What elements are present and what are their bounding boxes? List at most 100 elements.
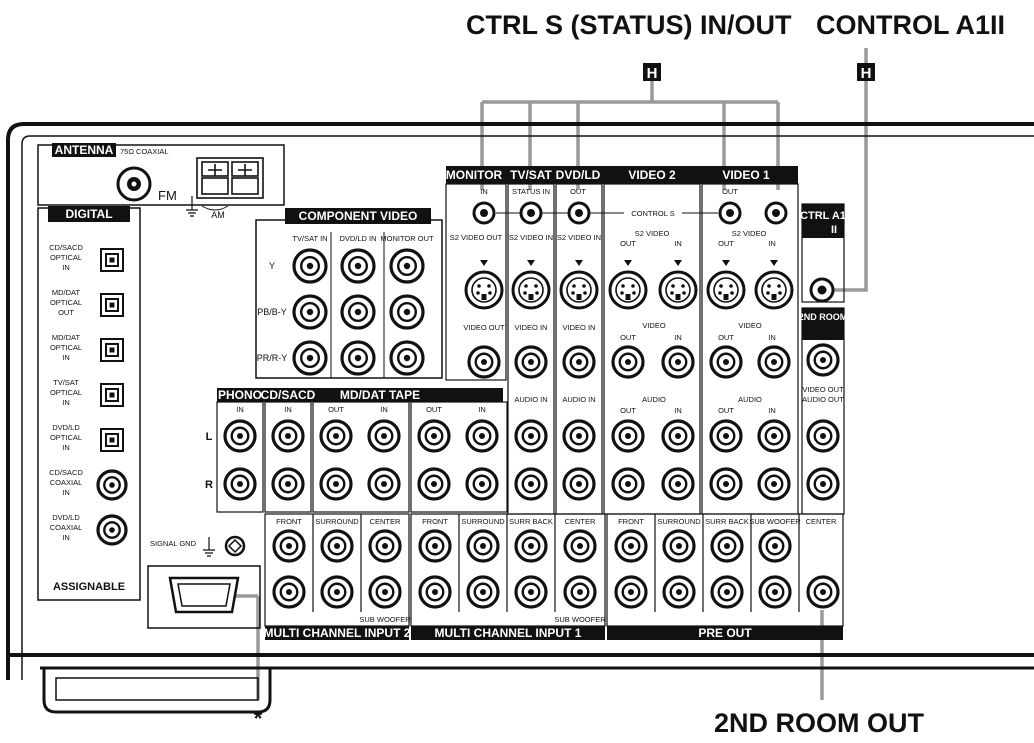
s2-v1-out: OUT: [718, 239, 734, 248]
composite-video-jack[interactable]: [562, 345, 596, 379]
audio-l-jack[interactable]: [562, 419, 596, 453]
audio-r-jack[interactable]: [514, 467, 548, 501]
multichannel-jack-bottom[interactable]: [614, 575, 648, 609]
audio-l-jack[interactable]: [709, 419, 743, 453]
composite-video-jack[interactable]: [467, 345, 501, 379]
multichannel-jack-top[interactable]: [418, 529, 452, 563]
analog-r-jack[interactable]: [465, 467, 499, 501]
analog-r-jack[interactable]: [417, 467, 451, 501]
ctrl-s-status-in-jack[interactable]: [519, 201, 543, 225]
analog-l-jack[interactable]: [417, 419, 451, 453]
ctrl-s-video1-in-jack[interactable]: [764, 201, 788, 225]
room-audio-l-jack[interactable]: [806, 419, 840, 453]
component-video-jack[interactable]: [292, 294, 328, 330]
multichannel-jack-bottom[interactable]: [368, 575, 402, 609]
multichannel-jack-bottom[interactable]: [466, 575, 500, 609]
audio-l-jack[interactable]: [757, 419, 791, 453]
coaxial-jack[interactable]: [96, 514, 128, 546]
rs232-port[interactable]: [147, 565, 261, 629]
multi-input-1-label: MULTI CHANNEL INPUT 1: [435, 626, 582, 640]
multichannel-jack-bottom[interactable]: [806, 575, 840, 609]
s2-video-jack[interactable]: [511, 260, 551, 310]
ctrl-s-video1-out-jack[interactable]: [718, 201, 742, 225]
component-video-column-label: DVD/LD IN: [339, 234, 376, 243]
multichannel-jack-bottom[interactable]: [320, 575, 354, 609]
s2-video-jack[interactable]: [559, 260, 599, 310]
digital-jack-label: OUT: [58, 308, 74, 317]
composite-video-jack[interactable]: [757, 345, 791, 379]
component-video-jack[interactable]: [389, 340, 425, 376]
signal-gnd-terminal[interactable]: [224, 535, 246, 557]
optical-jack[interactable]: [100, 383, 124, 407]
multichannel-jack-top[interactable]: [662, 529, 696, 563]
ctrl-s-dvd-out-jack[interactable]: [567, 201, 591, 225]
component-video-jack[interactable]: [292, 340, 328, 376]
s2-video-jack[interactable]: [754, 260, 794, 310]
pre-surround: SURROUND: [657, 517, 701, 526]
s2-video-jack[interactable]: [464, 260, 504, 310]
component-video-jack[interactable]: [389, 294, 425, 330]
component-video-jack[interactable]: [340, 248, 376, 284]
multichannel-jack-top[interactable]: [563, 529, 597, 563]
analog-r-jack[interactable]: [367, 467, 401, 501]
component-video-jack[interactable]: [292, 248, 328, 284]
analog-r-jack[interactable]: [223, 467, 257, 501]
multichannel-jack-top[interactable]: [272, 529, 306, 563]
multichannel-jack-top[interactable]: [710, 529, 744, 563]
analog-r-jack[interactable]: [319, 467, 353, 501]
multichannel-jack-top[interactable]: [614, 529, 648, 563]
audio-l-jack[interactable]: [661, 419, 695, 453]
s2-video-jack[interactable]: [706, 260, 746, 310]
multichannel-jack-bottom[interactable]: [563, 575, 597, 609]
multichannel-jack-bottom[interactable]: [662, 575, 696, 609]
optical-jack[interactable]: [100, 338, 124, 362]
multichannel-jack-top[interactable]: [758, 529, 792, 563]
audio-r-jack[interactable]: [709, 467, 743, 501]
room-audio-r-jack[interactable]: [806, 467, 840, 501]
multichannel-jack-bottom[interactable]: [272, 575, 306, 609]
composite-video-jack[interactable]: [611, 345, 645, 379]
fm-coax-jack[interactable]: [116, 166, 152, 202]
audio-r-jack[interactable]: [562, 467, 596, 501]
audio-r-jack[interactable]: [661, 467, 695, 501]
composite-video-jack[interactable]: [709, 345, 743, 379]
component-video-jack[interactable]: [340, 294, 376, 330]
multichannel-jack-bottom[interactable]: [710, 575, 744, 609]
multichannel-section: MULTI CHANNEL INPUT 2 MULTI CHANNEL INPU…: [264, 513, 844, 640]
audio-l-jack[interactable]: [611, 419, 645, 453]
optical-jack[interactable]: [100, 293, 124, 317]
optical-jack[interactable]: [100, 428, 124, 452]
analog-l-jack[interactable]: [223, 419, 257, 453]
composite-video-jack[interactable]: [514, 345, 548, 379]
optical-jack[interactable]: [100, 248, 124, 272]
am-terminal[interactable]: [196, 157, 264, 199]
multichannel-jack-top[interactable]: [368, 529, 402, 563]
multichannel-jack-top[interactable]: [320, 529, 354, 563]
multichannel-jack-top[interactable]: [514, 529, 548, 563]
analog-l-jack[interactable]: [367, 419, 401, 453]
ctrl-a1-jack[interactable]: [809, 277, 835, 303]
ctrl-a1-section: CTRL A1 II: [800, 203, 846, 303]
multichannel-jack-bottom[interactable]: [514, 575, 548, 609]
multichannel-jack-top[interactable]: [466, 529, 500, 563]
audio-r-jack[interactable]: [611, 467, 645, 501]
marker-h-1: H: [643, 63, 661, 82]
cd-sacd-title: CD/SACD: [261, 388, 316, 402]
component-video-jack[interactable]: [340, 340, 376, 376]
multichannel-jack-bottom[interactable]: [418, 575, 452, 609]
audio-v2-out: OUT: [620, 406, 636, 415]
composite-video-jack[interactable]: [661, 345, 695, 379]
component-video-jack[interactable]: [389, 248, 425, 284]
analog-l-jack[interactable]: [465, 419, 499, 453]
analog-l-jack[interactable]: [319, 419, 353, 453]
s2-video-jack[interactable]: [608, 260, 648, 310]
coaxial-jack[interactable]: [96, 469, 128, 501]
audio-r-jack[interactable]: [757, 467, 791, 501]
room-video-out-jack[interactable]: [806, 343, 840, 377]
multichannel-jack-bottom[interactable]: [758, 575, 792, 609]
analog-r-jack[interactable]: [271, 467, 305, 501]
ctrl-s-monitor-in-jack[interactable]: [472, 201, 496, 225]
analog-l-jack[interactable]: [271, 419, 305, 453]
s2-video-jack[interactable]: [658, 260, 698, 310]
audio-l-jack[interactable]: [514, 419, 548, 453]
